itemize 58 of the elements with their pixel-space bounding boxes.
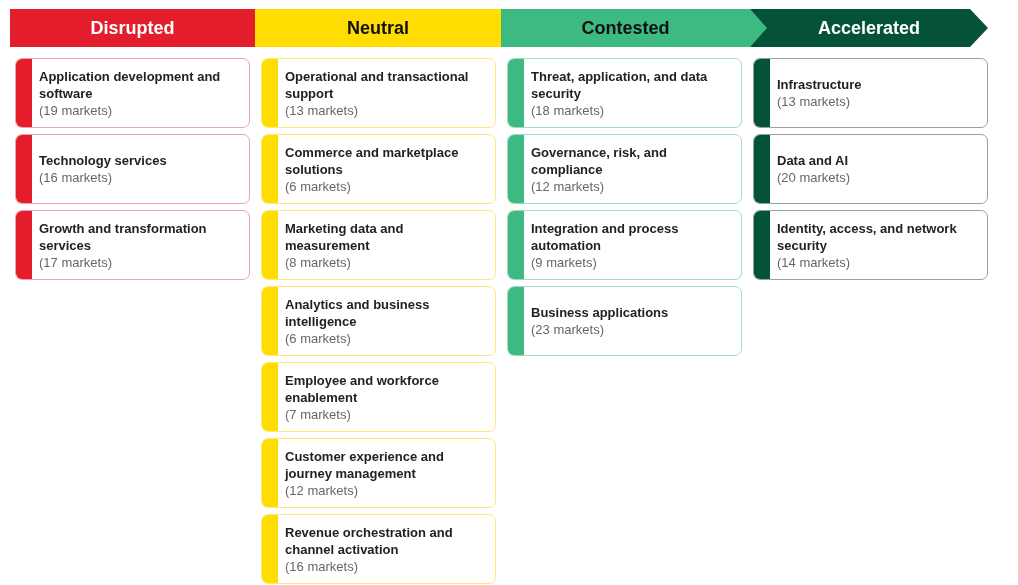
- market-count: (13 markets): [777, 93, 851, 110]
- segment-title: Marketing data and measurement: [285, 219, 405, 254]
- market-count: (20 markets): [777, 169, 851, 186]
- market-count: (23 markets): [531, 321, 605, 338]
- market-count: (19 markets): [39, 101, 113, 119]
- segment-title: Application development and software: [39, 67, 222, 102]
- segment-card: [507, 286, 742, 356]
- segment-title: Employee and workforce enablement: [285, 371, 440, 406]
- segment-title: Governance, risk, and compliance: [531, 143, 668, 178]
- segment-card: [507, 134, 742, 204]
- segment-card: [261, 438, 496, 508]
- stage-title: Accelerated: [817, 17, 921, 39]
- segment-card: [261, 210, 496, 280]
- segment-title: Customer experience and journey management: [285, 447, 445, 482]
- segment-title: Threat, application, and data security: [531, 67, 709, 102]
- segment-card: [753, 58, 988, 128]
- stage-title: Disrupted: [90, 17, 175, 39]
- segment-title: Revenue orchestration and channel activation: [285, 523, 454, 558]
- segment-card: [15, 210, 250, 280]
- segment-title: Data and AI: [777, 152, 850, 169]
- segment-card: [261, 514, 496, 584]
- segment-title: Business applications: [531, 304, 670, 321]
- market-count: (18 markets): [531, 101, 605, 119]
- stage-title: Neutral: [347, 17, 409, 39]
- segment-card: [15, 58, 250, 128]
- segment-title: Technology services: [39, 152, 168, 169]
- segment-title: Growth and transformation services: [39, 219, 208, 254]
- market-count: (6 markets): [285, 329, 352, 347]
- segment-card: [507, 210, 742, 280]
- segment-card: [753, 210, 988, 280]
- stage-title: Contested: [581, 17, 670, 39]
- market-count: (16 markets): [39, 169, 113, 186]
- segment-title: Operational and transactional support: [285, 67, 470, 102]
- stage-banner: [10, 9, 255, 47]
- segment-title: Analytics and business intelligence: [285, 295, 431, 330]
- market-count: (14 markets): [777, 253, 851, 271]
- market-count: (16 markets): [285, 557, 359, 575]
- segment-title: Infrastructure: [777, 76, 863, 93]
- segment-card: [15, 134, 250, 204]
- segment-card: [507, 58, 742, 128]
- segment-title: Identity, access, and network security: [777, 219, 958, 254]
- market-count: (9 markets): [531, 253, 598, 271]
- market-count: (12 markets): [531, 177, 605, 195]
- market-count: (17 markets): [39, 253, 113, 271]
- segment-card: [753, 134, 988, 204]
- segment-card: [261, 134, 496, 204]
- segment-card: [261, 286, 496, 356]
- stage-banner: [255, 9, 501, 47]
- segment-title: Commerce and marketplace solutions: [285, 143, 460, 178]
- segment-card: [261, 58, 496, 128]
- segment-card: [261, 362, 496, 432]
- market-count: (8 markets): [285, 253, 352, 271]
- market-count: (7 markets): [285, 405, 352, 423]
- market-count: (13 markets): [285, 101, 359, 119]
- market-count: (6 markets): [285, 177, 352, 195]
- market-count: (12 markets): [285, 481, 359, 499]
- segment-title: Integration and process automation: [531, 219, 680, 254]
- stage-banner: [501, 9, 768, 47]
